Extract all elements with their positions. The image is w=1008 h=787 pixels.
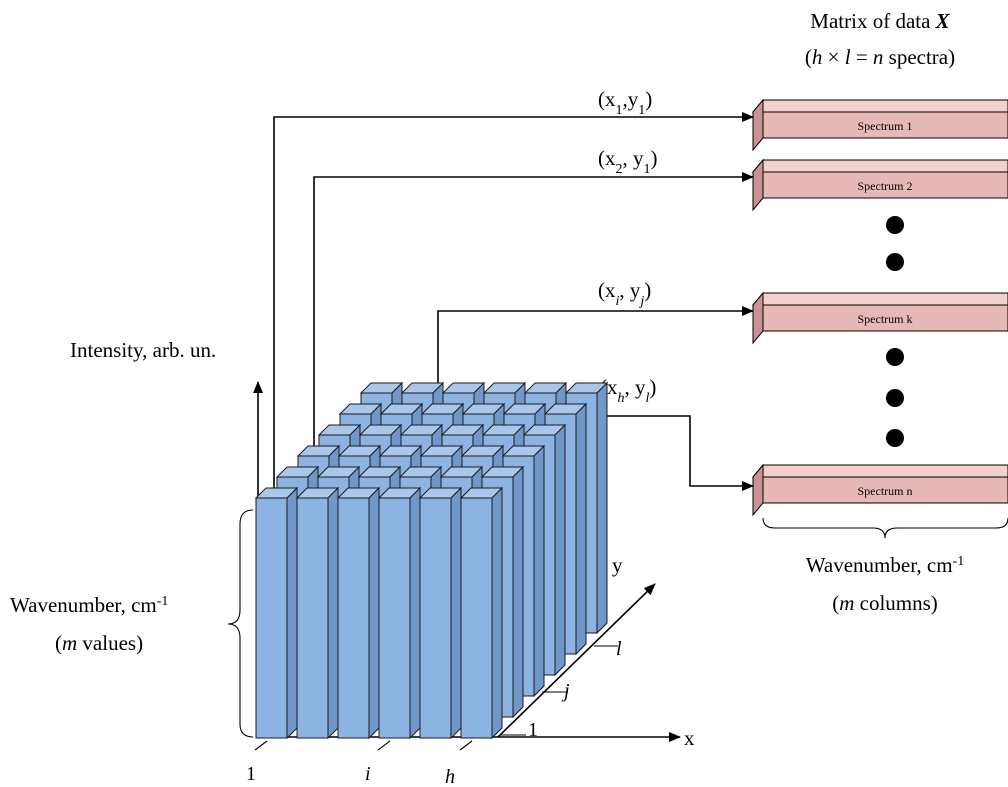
ellipsis-dots-lower [886,348,904,447]
column-front-face [378,497,411,739]
pixel-label-xiyj: (xi, yj) [598,278,651,309]
hyperspectral-cube [254,381,609,740]
x-tick-i [377,740,391,751]
y-axis-label: y [612,553,623,577]
spectrum-label-1: Spectrum 1 [858,119,913,133]
matrix-columns-brace [762,517,1008,539]
pixel-label-x1y1: (x1,y1) [598,87,652,118]
x-tick-h [459,740,473,751]
pixel-label-x2y1: (x2, y1) [598,146,658,177]
y-tick-label-j: j [561,680,570,702]
y-tick-label-1: 1 [528,719,538,741]
column-front-face [296,497,329,739]
x-axis-label: x [684,726,695,750]
column-side-face [409,486,421,740]
x-tick-label-1: 1 [246,763,256,785]
column-side-face [575,402,587,656]
spectrum-label-k: Spectrum k [858,312,913,326]
column-side-face [327,486,339,740]
column-front-face [419,497,452,739]
spectrum-block-k: Spectrum k [751,291,1008,345]
x-tick-label-h: h [445,766,455,787]
column-side-face [512,465,524,719]
column-front-face [337,497,370,739]
spectrum-block-2: Spectrum 2 [751,158,1008,212]
column-side-face [450,486,462,740]
column-side-face [491,486,503,740]
y-axis [497,583,656,738]
column-side-face [368,486,380,740]
column-side-face [533,444,545,698]
wavenumber-brace [227,509,254,738]
wavenumber-label: Wavenumber, cm-1 [10,593,168,617]
y-tick-label-l: l [616,638,622,660]
matrix-subtitle: (h × l = n spectra) [805,45,955,69]
ellipsis-dots-upper [886,216,904,271]
spectrum-label-n: Spectrum n [858,484,913,498]
column-side-face [286,486,298,740]
column-side-face [554,423,566,677]
wavenumber-note: (m values) [55,631,143,655]
x-tick-label-i: i [365,763,371,785]
column-side-face [596,381,608,635]
matrix-columns-note: (m columns) [832,591,938,615]
x-tick-1 [254,740,268,751]
spectrum-label-2: Spectrum 2 [858,179,913,193]
intensity-axis-label: Intensity, arb. un. [70,338,216,362]
connector-arrow-2 [313,172,754,500]
connector-arrow-n [592,415,754,491]
connector-arrow-1 [273,112,754,502]
pixel-label-xhyl: (xh, yl) [600,375,656,406]
spectrum-block-1: Spectrum 1 [751,98,1008,152]
column-front-face [460,497,493,739]
column-front-face [255,497,288,739]
matrix-title: Matrix of data X [810,9,950,33]
matrix-columns-label: Wavenumber, cm-1 [806,553,964,577]
spectrum-block-n: Spectrum n [751,463,1008,517]
